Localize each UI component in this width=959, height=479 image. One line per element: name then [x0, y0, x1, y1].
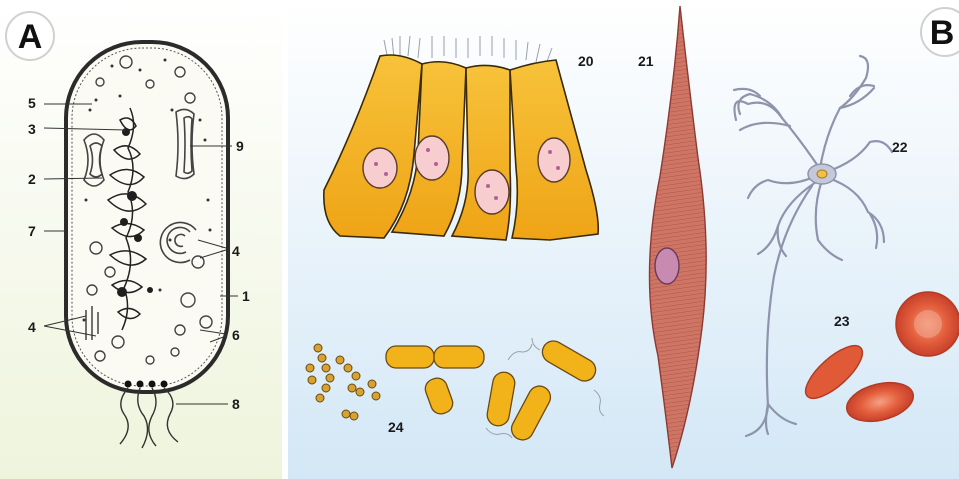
label-6: 6	[232, 327, 240, 343]
panel-a-badge: A	[6, 12, 54, 60]
label-21: 21	[638, 53, 654, 69]
neuron-nucleus	[817, 170, 827, 178]
label-1: 1	[242, 288, 250, 304]
label-3: 3	[28, 121, 36, 137]
label-23: 23	[834, 313, 850, 329]
panel-b-letter: B	[930, 14, 955, 52]
muscle-nucleus	[655, 248, 679, 284]
label-4-left: 4	[28, 319, 36, 335]
label-22: 22	[892, 139, 908, 155]
label-24: 24	[388, 419, 404, 435]
panel-a-letter: A	[18, 18, 43, 56]
label-2: 2	[28, 171, 36, 187]
label-20: 20	[578, 53, 594, 69]
label-5: 5	[28, 95, 36, 111]
label-9: 9	[236, 138, 244, 154]
cell-wall	[66, 42, 228, 392]
label-8: 8	[232, 396, 240, 412]
label-4-right: 4	[232, 243, 240, 259]
label-7: 7	[28, 223, 36, 239]
panel-b-badge: B	[921, 8, 959, 56]
